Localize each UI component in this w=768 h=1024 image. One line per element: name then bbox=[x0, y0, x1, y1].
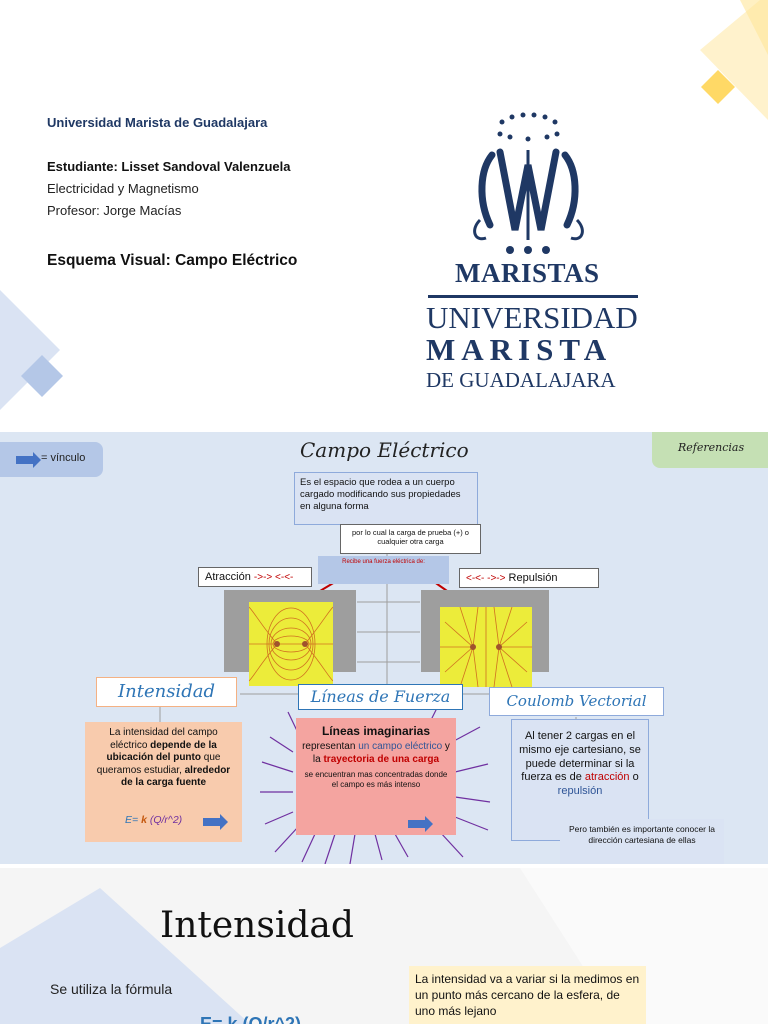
repulsion-arrows: <-<- ->-> bbox=[466, 573, 506, 584]
coulomb-note: Pero también es importante conocer la di… bbox=[560, 819, 724, 864]
intensity-text-d: alrededor de la carga fuente bbox=[120, 764, 231, 789]
coulomb-text-d: repulsión bbox=[557, 785, 603, 797]
intensity-text-b: depende de la ubicación del punto bbox=[106, 739, 217, 764]
formula-k: k bbox=[141, 814, 147, 826]
university-logo: MARISTAS UNIVERSIDAD MARISTA DE GUADALAJ… bbox=[420, 110, 645, 395]
lines-text-e: se encuentran mas concentradas donde el … bbox=[304, 770, 448, 789]
lines-link-arrow-icon[interactable] bbox=[408, 816, 433, 832]
formula-label: Se utiliza la fórmula bbox=[50, 981, 173, 997]
intensity-decoration bbox=[0, 868, 768, 1024]
attraction-arrows: ->-> <-<- bbox=[253, 572, 294, 583]
logo-marista: MARISTA bbox=[426, 332, 613, 367]
logo-divider bbox=[428, 295, 638, 298]
legend-label: = vínculo bbox=[41, 452, 86, 464]
logo-guadalajara: DE GUADALAJARA bbox=[426, 368, 616, 392]
lines-text-b: un campo eléctrico bbox=[358, 741, 443, 752]
coulomb-heading: Coulomb Vectorial bbox=[489, 687, 664, 716]
concept-map-slide: = vínculo Campo Eléctrico Referencias Es… bbox=[0, 432, 768, 864]
intensity-slide: Intensidad Se utiliza la fórmula La inte… bbox=[0, 868, 768, 1024]
intensity-text-a: La intensidad del campo eléctrico bbox=[109, 727, 218, 751]
lines-text-d: trayectoria de una carga bbox=[323, 753, 440, 765]
lines-box: Líneas imaginarias representan un campo … bbox=[296, 718, 456, 835]
attraction-image-frame bbox=[224, 590, 356, 686]
intensity-text-c: que queramos estudiar, bbox=[96, 752, 221, 776]
intensity-formula: E= k (Q/r^2) bbox=[125, 814, 182, 827]
monogram-icon bbox=[473, 112, 584, 254]
link-arrow-icon bbox=[16, 452, 41, 468]
lines-text-a: representan bbox=[302, 741, 359, 752]
cover-decoration bbox=[0, 0, 768, 410]
definition-box: Es el espacio que rodea a un cuerpo carg… bbox=[294, 472, 478, 525]
subject-name: Electricidad y Magnetismo bbox=[47, 181, 199, 196]
test-charge-box: por lo cual la carga de prueba (+) o cua… bbox=[340, 524, 481, 554]
cover-title: Esquema Visual: Campo Eléctrico bbox=[47, 252, 298, 269]
repulsion-box: <-<- ->-> Repulsión bbox=[459, 568, 599, 588]
repulsion-image-frame bbox=[421, 590, 549, 687]
university-name: Universidad Marista de Guadalajara bbox=[47, 115, 268, 130]
student-name: Estudiante: Lisset Sandoval Valenzuela bbox=[47, 159, 291, 174]
map-title: Campo Eléctrico bbox=[300, 438, 469, 462]
formula-e: E= bbox=[125, 814, 142, 826]
lines-heading: Líneas de Fuerza bbox=[298, 684, 463, 710]
logo-universidad: UNIVERSIDAD bbox=[426, 300, 638, 335]
lines-text-c: y la bbox=[312, 741, 450, 765]
repulsion-label: Repulsión bbox=[508, 572, 558, 584]
intensity-link-arrow-icon[interactable] bbox=[203, 814, 228, 830]
intensity-slide-title: Intensidad bbox=[160, 905, 354, 946]
professor-name: Profesor: Jorge Macías bbox=[47, 203, 182, 218]
repulsion-field-image bbox=[440, 607, 532, 687]
attraction-label: Atracción bbox=[205, 571, 251, 583]
attraction-box: Atracción ->-> <-<- bbox=[198, 567, 312, 587]
coulomb-text-a: Al tener 2 cargas en el mismo eje cartes… bbox=[519, 730, 641, 784]
intensity-heading: Intensidad bbox=[96, 677, 237, 707]
legend-panel: = vínculo bbox=[0, 442, 103, 477]
references-label: Referencias bbox=[678, 441, 745, 454]
intensity-slide-formula: E= k (Q/r^2) bbox=[200, 1014, 302, 1024]
intensity-box: La intensidad del campo eléctrico depend… bbox=[85, 722, 242, 842]
coulomb-text-b: atracción bbox=[584, 771, 630, 784]
logo-maristas: MARISTAS bbox=[455, 258, 600, 288]
attraction-field-image bbox=[249, 602, 333, 686]
references-tab[interactable]: Referencias bbox=[652, 432, 768, 468]
lines-title: Líneas imaginarias bbox=[321, 724, 431, 738]
lines-text: representan un campo eléctrico y la tray… bbox=[301, 741, 451, 766]
intensity-note: La intensidad va a variar si la medimos … bbox=[409, 966, 646, 1024]
formula-rest: (Q/r^2) bbox=[146, 814, 183, 826]
receives-force-box: Recibe una fuerza eléctrica de: bbox=[318, 556, 449, 584]
coulomb-text-c: o bbox=[629, 771, 639, 784]
cover-slide: Universidad Marista de Guadalajara Estud… bbox=[0, 0, 768, 432]
